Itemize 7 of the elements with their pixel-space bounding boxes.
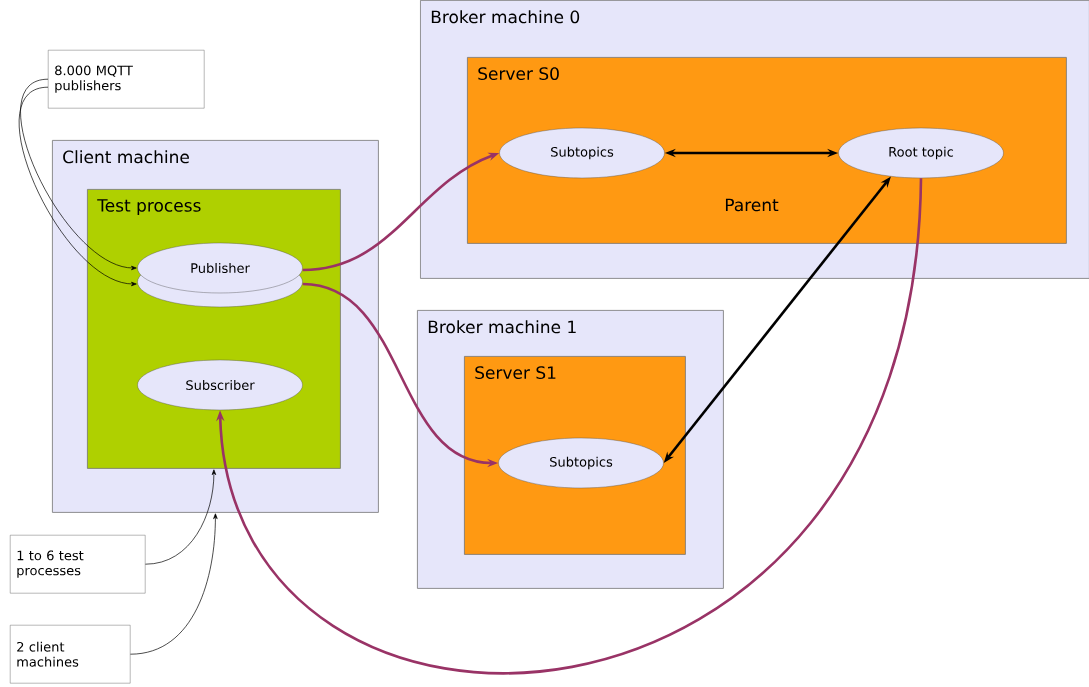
arrow [145, 469, 217, 565]
arrow [216, 178, 923, 675]
note-box: 1 to 6 test processes [10, 535, 146, 594]
arrow [130, 513, 218, 655]
note-box: 2 client machines [10, 625, 131, 684]
edge-label: Parent [725, 198, 779, 212]
note-box: 8.000 MQTT publishers [48, 50, 205, 109]
